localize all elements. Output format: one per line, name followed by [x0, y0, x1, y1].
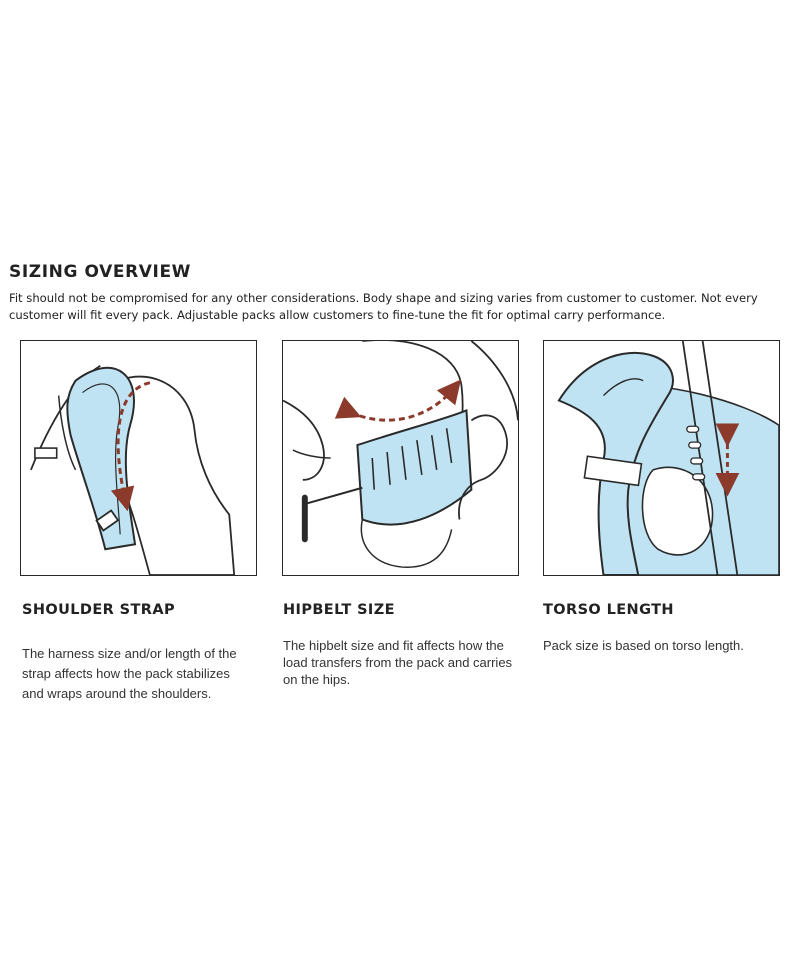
section-heading: TORSO LENGTH [543, 602, 674, 618]
section-text: Pack size is based on torso length. [543, 638, 744, 653]
section-heading: HIPBELT SIZE [283, 602, 395, 618]
section-text: The harness size and/or length of the st… [22, 646, 237, 701]
section-shoulder-strap: SHOULDER STRAP The harness size and/or l… [22, 602, 262, 704]
torso-length-illustration [543, 340, 780, 576]
section-text: The hipbelt size and fit affects how the… [283, 638, 513, 687]
section-hipbelt-size: HIPBELT SIZE The hipbelt size and fit af… [283, 602, 523, 688]
section-torso-length: TORSO LENGTH Pack size is based on torso… [543, 602, 783, 654]
intro-text: Fit should not be compromised for any ot… [9, 291, 758, 322]
hipbelt-icon [283, 341, 518, 568]
hipbelt-illustration [282, 340, 519, 576]
shoulder-strap-illustration [20, 340, 257, 576]
section-heading: SHOULDER STRAP [22, 602, 176, 618]
shoulder-strap-icon [30, 365, 236, 575]
page-title: SIZING OVERVIEW [9, 262, 192, 282]
torso-length-icon [557, 341, 779, 575]
